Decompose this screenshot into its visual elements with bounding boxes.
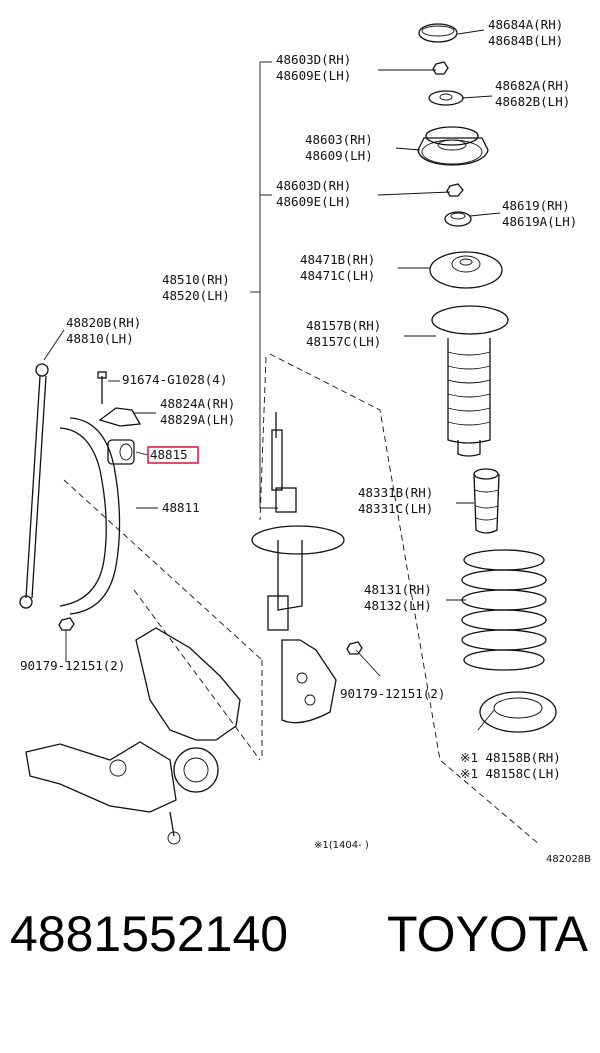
label-48619-line2: 48619A(LH) xyxy=(502,214,577,229)
bushing-48815 xyxy=(107,439,135,465)
diagram-code: 482028B xyxy=(546,854,591,865)
label-48158-line1: ※1 48158B(RH) xyxy=(460,750,561,765)
label-48471-line2: 48471C(LH) xyxy=(300,268,375,283)
label-48510-line1: 48510(RH) xyxy=(162,272,230,287)
highlight-box-48815 xyxy=(147,446,199,464)
label-48131-line2: 48132(LH) xyxy=(364,598,432,613)
part-labels: 48684A(RH)48684B(LH)48603D(RH)48609E(LH)… xyxy=(20,17,591,865)
part-number: 4881552140 xyxy=(10,906,289,962)
label-48682-line1: 48682A(RH) xyxy=(495,78,570,93)
label-48820-line1: 48820B(RH) xyxy=(66,315,141,330)
seat-48471 xyxy=(429,251,503,289)
label-48471-line1: 48471B(RH) xyxy=(300,252,375,267)
nut-48603d-top xyxy=(432,61,449,75)
bracket-48824 xyxy=(98,407,142,427)
boot-48157 xyxy=(431,305,509,457)
label-48603d-top-line1: 48603D(RH) xyxy=(276,52,351,67)
label-90179-right: 90179-12151(2) xyxy=(340,686,445,701)
label-48820-line2: 48810(LH) xyxy=(66,331,134,346)
label-48603d-mid-line2: 48609E(LH) xyxy=(276,194,351,209)
cap-48684 xyxy=(418,23,458,43)
label-48157-line2: 48157C(LH) xyxy=(306,334,381,349)
label-48331-line2: 48331C(LH) xyxy=(358,501,433,516)
label-48824-line1: 48824A(RH) xyxy=(160,396,235,411)
label-48684-line2: 48684B(LH) xyxy=(488,33,563,48)
label-48157-line1: 48157B(RH) xyxy=(306,318,381,333)
nut-90179-right xyxy=(346,641,363,655)
leader-lines xyxy=(43,29,541,846)
label-48603d-top-line2: 48609E(LH) xyxy=(276,68,351,83)
bumper-48331 xyxy=(473,468,500,534)
brand-name: TOYOTA xyxy=(387,906,588,962)
strut-assembly-48510 xyxy=(251,412,345,724)
nut-90179-left xyxy=(58,617,75,631)
nut-48603d-mid xyxy=(446,183,464,197)
label-48682-line2: 48682B(LH) xyxy=(495,94,570,109)
label-48510-line2: 48520(LH) xyxy=(162,288,230,303)
label-48619-line1: 48619(RH) xyxy=(502,198,570,213)
knuckle-and-arm xyxy=(25,627,241,845)
label-48331-line1: 48331B(RH) xyxy=(358,485,433,500)
label-48603d-mid-line1: 48603D(RH) xyxy=(276,178,351,193)
label-48815: 48815 xyxy=(150,447,188,462)
suspension-parts-diagram: 48684A(RH)48684B(LH)48603D(RH)48609E(LH)… xyxy=(19,17,591,865)
label-48811: 48811 xyxy=(162,500,200,515)
label-48603-line1: 48603(RH) xyxy=(305,132,373,147)
label-90179-left: 90179-12151(2) xyxy=(20,658,125,673)
insulator-48158 xyxy=(479,691,557,733)
bolt-91674 xyxy=(97,371,107,404)
label-48684-line1: 48684A(RH) xyxy=(488,17,563,32)
washer-48682 xyxy=(428,90,464,106)
label-91674: 91674-G1028(4) xyxy=(122,372,227,387)
label-48158-line2: ※1 48158C(LH) xyxy=(460,766,561,781)
footer: 4881552140 TOYOTA xyxy=(0,905,600,1005)
label-48824-line2: 48829A(LH) xyxy=(160,412,235,427)
label-48131-line1: 48131(RH) xyxy=(364,582,432,597)
stabilizer-bar-48811 xyxy=(59,417,121,615)
label-48603-line2: 48609(LH) xyxy=(305,148,373,163)
stabilizer-link-48820 xyxy=(19,363,49,609)
spring-48131 xyxy=(461,549,547,671)
mount-48603 xyxy=(417,126,489,166)
bearing-48619 xyxy=(444,211,472,227)
note-range: ※1(1404- ) xyxy=(314,840,369,851)
